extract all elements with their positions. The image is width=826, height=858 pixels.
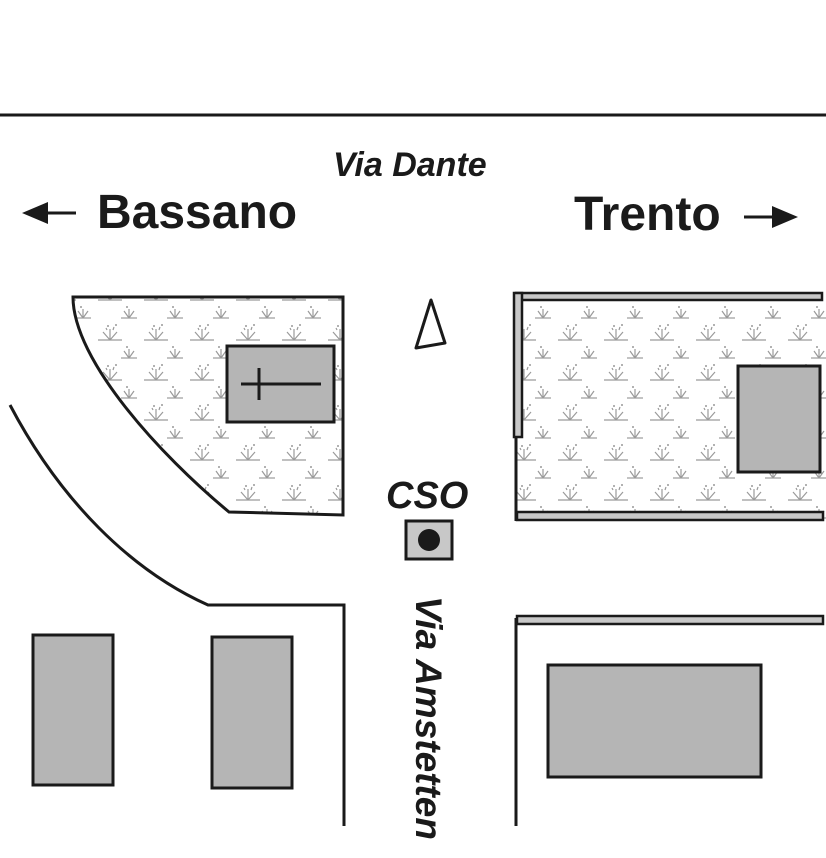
location-marker-icon <box>404 519 454 561</box>
street-label-via-dante: Via Dante <box>333 146 487 184</box>
building-right-park <box>736 364 822 474</box>
building-left-2 <box>210 635 294 790</box>
block-right-lower <box>514 614 825 826</box>
arrow-right-icon <box>744 206 798 228</box>
arrow-left-icon <box>22 202 76 224</box>
park-block-right <box>512 291 826 522</box>
church-building <box>225 344 336 424</box>
building-right-lower <box>546 663 763 779</box>
direction-label-bassano: Bassano <box>97 186 297 239</box>
direction-label-trento: Trento <box>574 188 721 241</box>
building-left-1 <box>31 633 115 787</box>
street-label-via-amstetten: Via Amstetten <box>408 596 449 840</box>
cross-icon <box>241 368 321 400</box>
marker-label-cso: CSO <box>386 475 468 517</box>
north-arrow-icon <box>414 298 447 350</box>
road-edge-left <box>8 404 346 826</box>
